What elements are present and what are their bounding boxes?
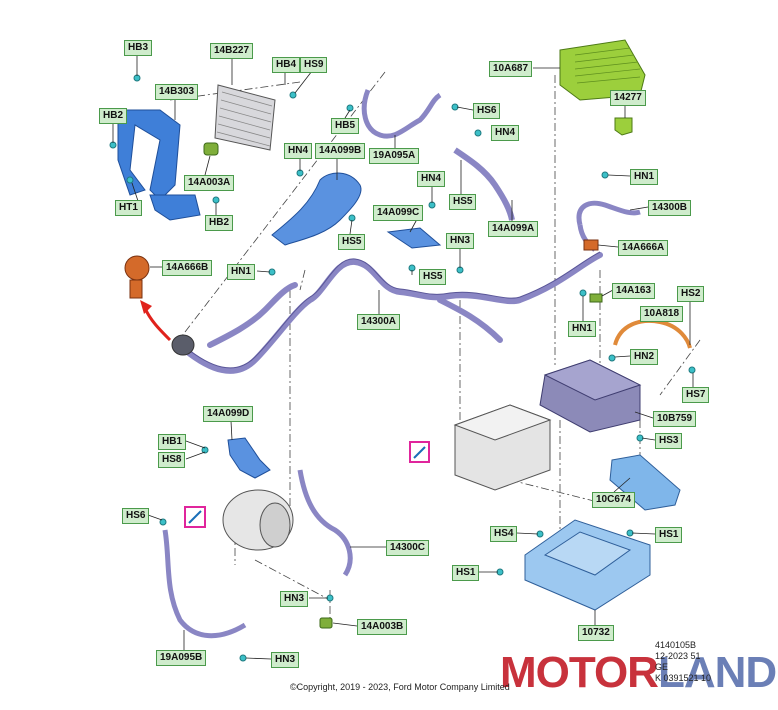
bracket-14a099d [227,437,271,479]
label-hs3: HS3 [655,433,683,449]
cable-19a095a [361,89,442,139]
label-hn1-left: HN1 [227,264,256,280]
harness-14300a [182,252,603,374]
label-hs6-top: HS6 [473,103,501,119]
part-14a666a [583,239,599,251]
label-14b303: 14B303 [155,84,199,100]
label-14300a: 14300A [357,314,401,330]
alternator-arrow-highlight [184,506,206,528]
label-14277: 14277 [610,90,646,106]
callout-arrow [143,307,172,342]
harness-14300c [297,469,353,577]
label-hn1-low: HN1 [568,321,597,337]
part-14a163 [589,293,603,303]
cover-ribs [574,47,641,84]
part-14277 [614,117,633,136]
label-hs8: HS8 [158,452,186,468]
label-10b759: 10B759 [653,411,697,427]
label-14a003b: 14A003B [357,619,408,635]
label-hn3-low: HN3 [280,591,309,607]
tray-10732 [524,519,651,611]
label-hn4-right: HN4 [491,125,520,141]
bracket-14a099c [386,227,442,249]
grommet [171,334,195,356]
label-hs5-bottom: HS5 [419,269,447,285]
label-hn4-left: HN4 [284,143,313,159]
battery-12v [453,404,552,491]
label-14a099a: 14A099A [488,221,539,237]
label-14a666b: 14A666B [162,260,213,276]
label-14a099b: 14A099B [315,143,366,159]
alternator [222,489,294,551]
label-hs2: HS2 [677,286,705,302]
watermark-logo: MOTORLAND [500,648,777,697]
label-hn3-mid: HN3 [446,233,475,249]
fasteners [109,74,696,662]
leader-lines [112,54,694,660]
doc-ref-region: GE [655,662,669,672]
cable-19a095b [162,529,247,639]
label-hs1-left: HS1 [452,565,480,581]
bracket-14a099b [271,172,362,246]
label-hn1-right: HN1 [630,169,659,185]
label-hs5-right: HS5 [449,194,477,210]
label-hs9: HS9 [300,57,328,73]
doc-ref-date: 12-2023 51 [655,651,701,661]
label-14a666a: 14A666A [618,240,669,256]
label-hb3: HB3 [124,40,153,56]
label-hn2: HN2 [630,349,659,365]
callout-arrowhead [140,300,152,314]
harness-14300b [576,200,641,226]
part-14a099a [453,147,515,221]
label-14a163: 14A163 [612,283,656,299]
bracket-14b303 [117,109,201,221]
label-19a095a: 19A095A [369,148,420,164]
battery-module-10b759 [539,359,642,433]
doc-ref-code: 4140105B [655,640,697,650]
label-14b227: 14B227 [210,43,254,59]
shield-10c674 [609,454,681,511]
battery-arrow-highlight [409,441,430,463]
label-14300c: 14300C [386,540,430,556]
alternator-direction-icon [188,510,202,524]
label-ht1: HT1 [115,200,142,216]
copyright-text: ©Copyright, 2019 - 2023, Ford Motor Comp… [290,682,510,692]
label-hb4: HB4 [272,57,301,73]
label-hs5-left: HS5 [338,234,366,250]
label-hb2-top: HB2 [99,108,128,124]
label-14a099c: 14A099C [373,205,424,221]
part-14a003a [203,142,219,156]
guide-lines [169,71,701,620]
label-14300b: 14300B [648,200,692,216]
label-hn4-mid: HN4 [417,171,446,187]
connector-14a666b [124,255,150,299]
label-14a099d: 14A099D [203,406,254,422]
label-10a687: 10A687 [489,61,533,77]
label-10a818: 10A818 [640,306,684,322]
label-14a003a: 14A003A [184,175,235,191]
harness-14300a-outline [184,251,601,369]
document-reference: 4140105B 12-2023 51 GE K 0391521 10 [655,640,711,684]
label-10c674: 10C674 [592,492,636,508]
radiator-14b227 [214,84,276,151]
part-14a003b [319,617,333,629]
label-19a095b: 19A095B [156,650,207,666]
label-hb5: HB5 [331,118,360,134]
label-hs4: HS4 [490,526,518,542]
label-hb1: HB1 [158,434,187,450]
cable-10a818 [613,319,692,349]
battery-direction-icon [413,446,426,459]
doc-ref-id: K 0391521 10 [655,673,712,683]
label-hn3-bottom: HN3 [271,652,300,668]
label-10732: 10732 [578,625,614,641]
label-hs1-right: HS1 [655,527,683,543]
label-hs7: HS7 [682,387,710,403]
label-hs6-left: HS6 [122,508,150,524]
label-hb2-bottom: HB2 [205,215,234,231]
